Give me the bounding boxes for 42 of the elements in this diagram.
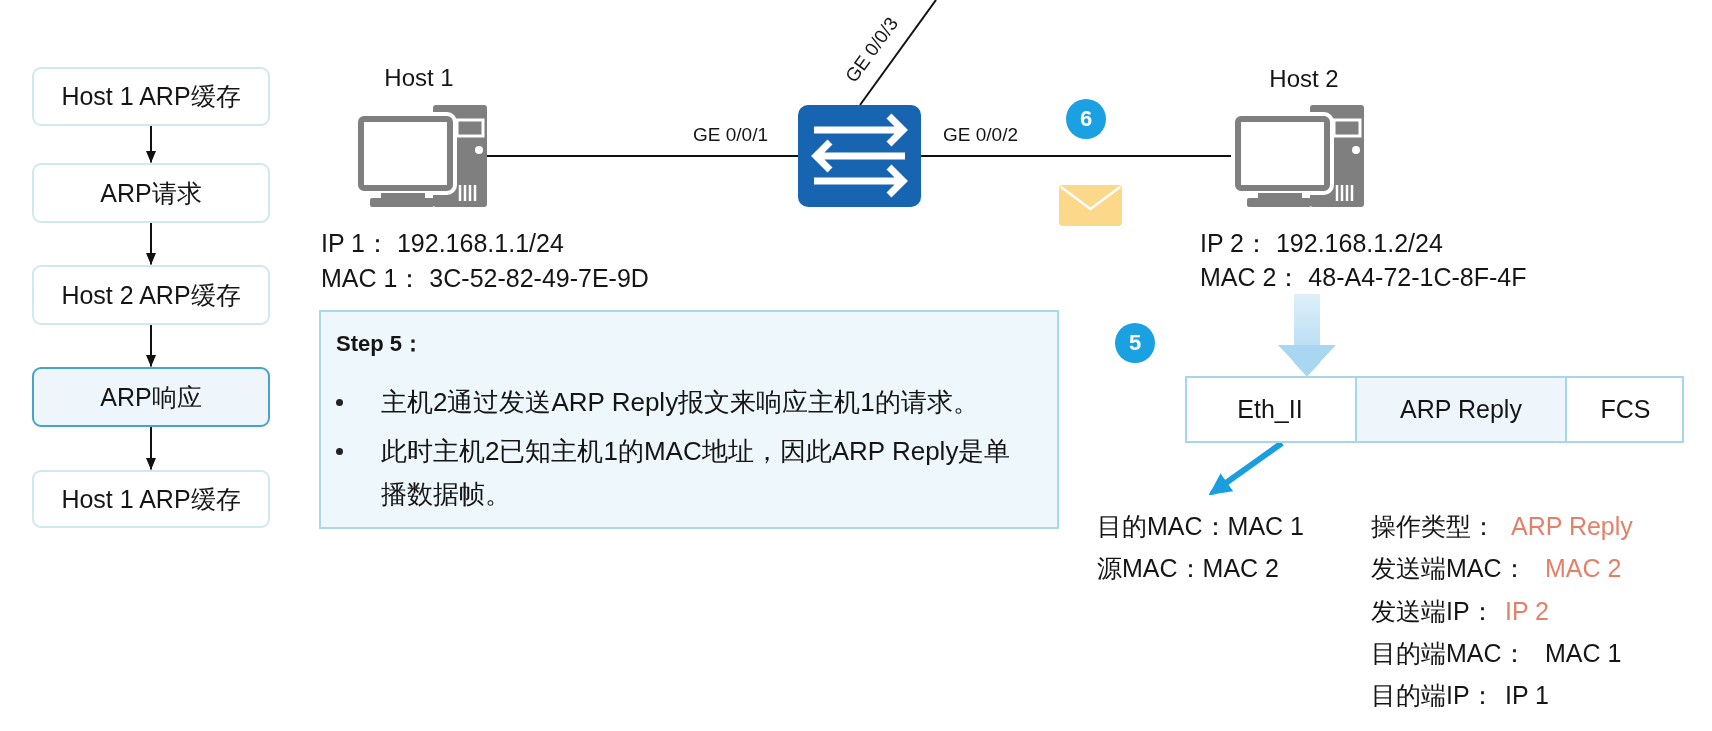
link-line xyxy=(920,155,1232,157)
info-panel xyxy=(319,310,1059,529)
field-name: 发送端MAC： xyxy=(1371,553,1527,583)
frame-field: ARP Reply xyxy=(1355,376,1565,443)
port-label: GE 0/0/1 xyxy=(693,124,768,146)
field-name: 发送端IP： xyxy=(1371,596,1495,626)
bullet-text: 主机2通过发送ARP Reply报文来响应主机1的请求。 xyxy=(381,386,980,419)
host-label: Host 2 xyxy=(1269,65,1339,93)
field-text: 源MAC：MAC 2 xyxy=(1097,553,1280,583)
bullet-text: 此时主机2已知主机1的MAC地址，因此ARP Reply是单播数据帧。 xyxy=(381,435,1012,511)
heading-text: Step 5： xyxy=(336,331,425,357)
packet-frame xyxy=(1185,376,1684,443)
process-box: Host 1 ARP缓存 xyxy=(32,470,270,528)
arrow xyxy=(146,222,156,266)
arrow xyxy=(146,426,156,471)
field-text: 目的MAC：MAC 1 xyxy=(1097,511,1304,541)
frame-field: Eth_II xyxy=(1185,376,1355,443)
frame-field: FCS xyxy=(1565,376,1684,443)
callout-number: 5 xyxy=(1115,323,1155,363)
address-text: MAC 1： 3C-52-82-49-7E-9D xyxy=(321,263,649,293)
process-box: Host 1 ARP缓存 xyxy=(32,67,270,126)
address-text: IP 2： 192.168.1.2/24 xyxy=(1200,228,1444,259)
process-box: ARP响应 xyxy=(32,367,270,427)
process-box: ARP请求 xyxy=(32,163,270,223)
arrow xyxy=(146,324,156,368)
field-value: IP 1 xyxy=(1505,680,1550,710)
address-text: IP 1： 192.168.1.1/24 xyxy=(321,228,564,258)
field-name: 目的端MAC： xyxy=(1371,638,1527,668)
field-value: MAC 1 xyxy=(1545,638,1622,668)
address-text: MAC 2： 48-A4-72-1C-8F-4F xyxy=(1200,262,1527,293)
field-name: 操作类型： xyxy=(1371,511,1496,541)
field-name: 目的端IP： xyxy=(1371,680,1495,710)
port-label: GE 0/0/2 xyxy=(943,124,1018,146)
field-value: IP 2 xyxy=(1505,596,1550,626)
link-line xyxy=(486,155,799,157)
callout-number: 6 xyxy=(1066,99,1106,139)
arrow xyxy=(146,125,156,164)
field-value: MAC 2 xyxy=(1545,553,1622,583)
field-value: ARP Reply xyxy=(1511,511,1633,541)
link-line xyxy=(859,0,937,106)
host-label: Host 1 xyxy=(384,64,454,92)
process-box: Host 2 ARP缓存 xyxy=(32,265,270,325)
